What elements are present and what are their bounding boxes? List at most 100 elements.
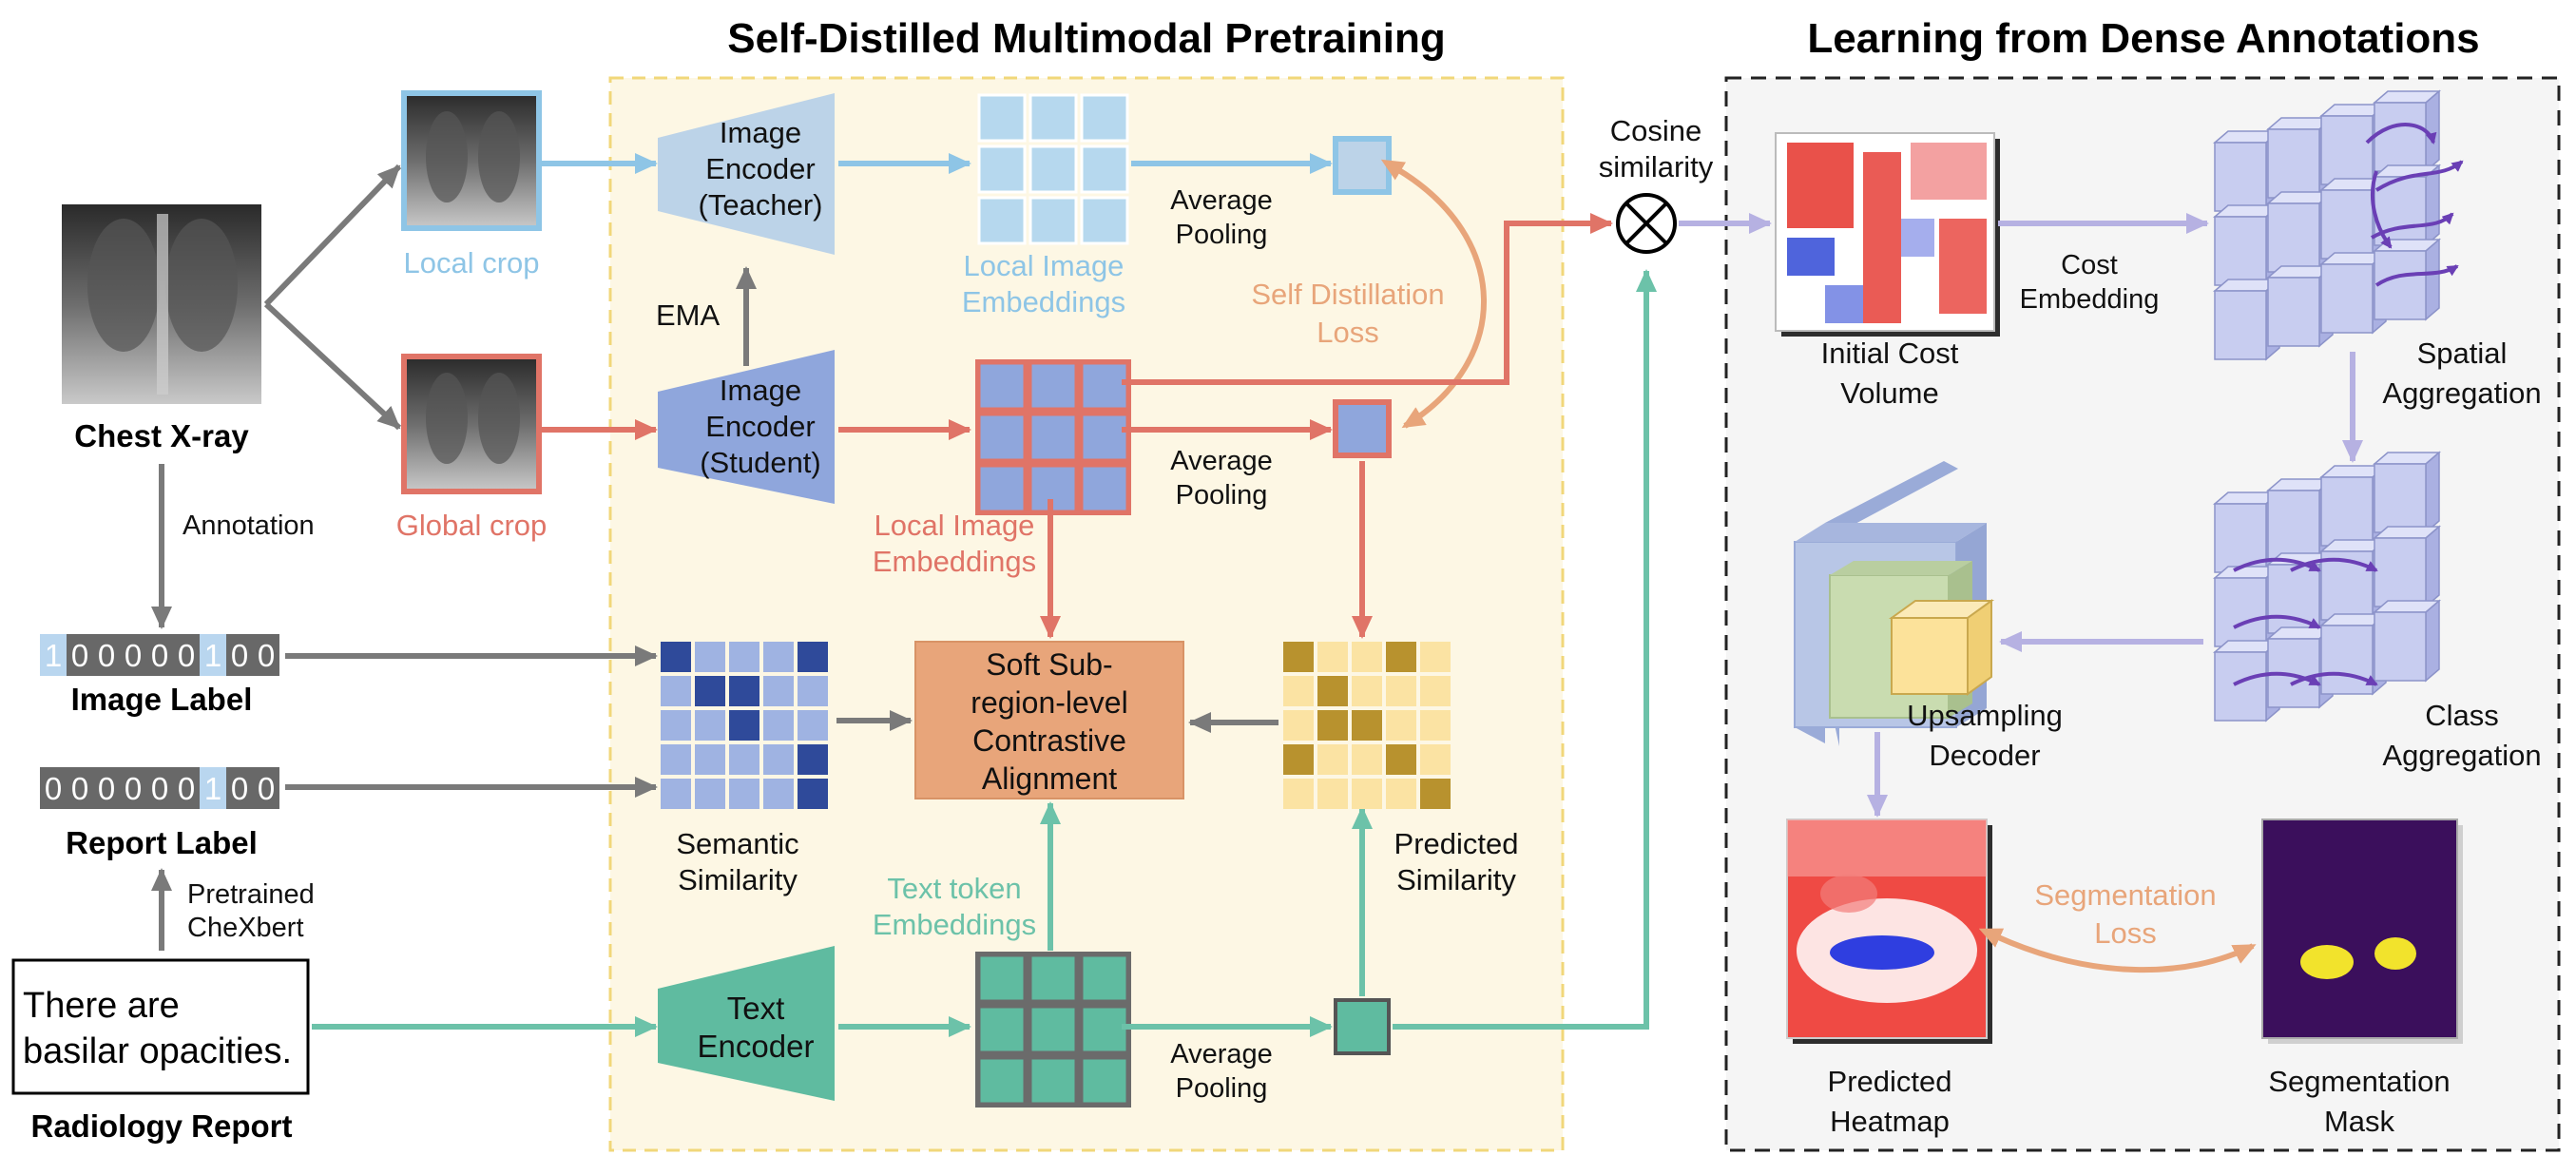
predicted-label-2: Similarity xyxy=(1396,863,1516,896)
semantic-cell xyxy=(763,710,794,741)
upsampling-decoder xyxy=(1794,461,1995,746)
initial-cost-volume xyxy=(1775,132,2000,337)
class-block xyxy=(2372,599,2442,683)
report-label-digit: 0 xyxy=(67,767,93,809)
segmentation-mask xyxy=(2261,819,2463,1044)
spatial-aggregation-blocks xyxy=(2212,89,2464,361)
pooled-text xyxy=(1334,998,1391,1055)
predicted-cell xyxy=(1386,710,1416,741)
predicted-cell xyxy=(1420,744,1451,775)
predicted-cell xyxy=(1317,744,1348,775)
spatial-arrow xyxy=(2370,170,2393,249)
semantic-cell xyxy=(763,642,794,672)
image-label-digit: 0 xyxy=(93,634,120,676)
local-emb-student-1: Local Image xyxy=(875,509,1035,542)
semantic-cell xyxy=(695,779,725,809)
svg-text:0: 0 xyxy=(125,771,142,806)
teacher-line1: Image xyxy=(720,116,801,149)
semantic-cell xyxy=(661,710,691,741)
align-3: Contrastive xyxy=(972,723,1126,758)
image-label-digit: 0 xyxy=(226,634,253,676)
predicted-cell xyxy=(1420,676,1451,706)
predicted-cell xyxy=(1386,779,1416,809)
predicted-cell xyxy=(1420,779,1451,809)
cosine-label-2: similarity xyxy=(1599,150,1714,183)
report-label-digit: 0 xyxy=(173,767,200,809)
image-label: Image Label xyxy=(71,682,253,717)
teacher-embedding-cell xyxy=(1080,93,1129,143)
semantic-cell xyxy=(729,710,759,741)
text-embedding-cell xyxy=(1080,1056,1129,1106)
report-label-digit: 0 xyxy=(93,767,120,809)
svg-text:1: 1 xyxy=(204,638,221,673)
semantic-label-2: Similarity xyxy=(678,863,798,896)
semantic-cell xyxy=(695,710,725,741)
predicted-cell xyxy=(1420,710,1451,741)
semantic-cell xyxy=(695,642,725,672)
predicted-cell xyxy=(1283,744,1314,775)
student-line1: Image xyxy=(720,374,801,407)
local-emb-teacher-1: Local Image xyxy=(964,249,1125,282)
student-embedding-cell xyxy=(977,413,1027,462)
teacher-embedding-cell xyxy=(977,196,1027,245)
semantic-cell xyxy=(695,676,725,706)
image-label-digit: 0 xyxy=(173,634,200,676)
semantic-cell xyxy=(661,779,691,809)
predicted-cell xyxy=(1352,710,1382,741)
spatial-block xyxy=(2372,238,2442,321)
svg-text:0: 0 xyxy=(258,638,275,673)
teacher-embedding-cell xyxy=(1080,144,1129,194)
text-embedding-cell xyxy=(1080,1005,1129,1054)
segmentation-loss-arrow xyxy=(1978,928,2257,973)
teacher-line3: (Teacher) xyxy=(699,188,823,222)
predicted-cell xyxy=(1386,744,1416,775)
avgpool-3b: Pooling xyxy=(1176,1073,1268,1104)
predicted-cell xyxy=(1352,642,1382,672)
text-token-emb-2: Embeddings xyxy=(873,908,1036,941)
semantic-cell xyxy=(798,779,828,809)
pretrained-label-1: Pretrained xyxy=(187,879,315,910)
pooled-student xyxy=(1333,399,1392,458)
student-encoder xyxy=(658,350,835,504)
avgpool-1b: Pooling xyxy=(1176,220,1268,250)
svg-text:1: 1 xyxy=(45,638,62,673)
predicted-cell xyxy=(1317,676,1348,706)
predicted-cell xyxy=(1283,642,1314,672)
upsampling-2: Decoder xyxy=(1929,739,2040,772)
report-text-line1: There are xyxy=(23,986,180,1026)
predicted-cell xyxy=(1352,676,1382,706)
svg-text:1: 1 xyxy=(204,771,221,806)
title-pretraining: Self-Distilled Multimodal Pretraining xyxy=(727,15,1445,62)
spatial-arrow xyxy=(2374,264,2459,287)
heatmap-1: Predicted xyxy=(1828,1065,1952,1098)
teacher-line2: Encoder xyxy=(705,152,815,185)
text-embedding-cell xyxy=(1028,953,1078,1003)
align-1: Soft Sub- xyxy=(986,647,1112,682)
svg-text:0: 0 xyxy=(231,638,248,673)
predicted-cell xyxy=(1386,642,1416,672)
text-embedding-cell xyxy=(1028,1056,1078,1106)
svg-text:0: 0 xyxy=(178,771,195,806)
title-dense: Learning from Dense Annotations xyxy=(1807,15,2479,62)
student-embedding-cell xyxy=(977,464,1027,513)
semantic-cell xyxy=(661,744,691,775)
avgpool-3a: Average xyxy=(1170,1039,1273,1069)
semantic-cell xyxy=(729,779,759,809)
chest-xray-image xyxy=(62,204,261,404)
report-label: Report Label xyxy=(66,825,258,860)
text-encoder-line1: Text xyxy=(727,991,785,1026)
report-label-digit: 0 xyxy=(40,767,67,809)
upsampling-1: Upsampling xyxy=(1907,699,2063,732)
semantic-cell xyxy=(798,676,828,706)
chest-xray-label: Chest X-ray xyxy=(74,418,249,453)
class-arrow xyxy=(2233,614,2321,629)
predicted-cell xyxy=(1352,779,1382,809)
arrow-text-cosine xyxy=(1393,269,1657,1030)
student-embedding-cell xyxy=(977,361,1027,411)
global-crop-label: Global crop xyxy=(396,509,548,542)
arrow-xray-global xyxy=(263,301,402,431)
student-embedding-cell xyxy=(1080,413,1129,462)
semantic-cell xyxy=(763,744,794,775)
svg-text:0: 0 xyxy=(178,638,195,673)
class-arrow xyxy=(2290,557,2378,572)
